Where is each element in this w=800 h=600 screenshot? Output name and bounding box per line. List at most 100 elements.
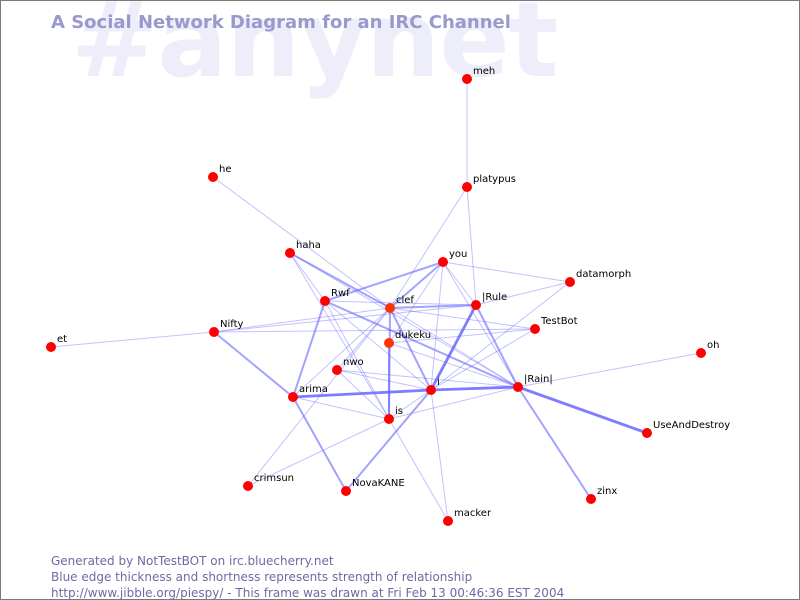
node-nifty[interactable]: Nifty — [209, 319, 244, 337]
edge-testbot-i — [430, 328, 536, 391]
node-label: clef — [396, 295, 414, 306]
edge-platypus-clef — [389, 186, 468, 309]
node-dot[interactable] — [438, 257, 448, 267]
edge-haha-rwf — [289, 252, 326, 302]
edge-i-rain — [430, 385, 519, 392]
edge-arima-is — [292, 396, 390, 420]
node-label: nwo — [343, 357, 364, 368]
node-rwf[interactable]: Rwf — [320, 288, 350, 306]
edge-i-novakane — [345, 389, 432, 492]
node-label: datamorph — [576, 269, 631, 280]
node-rule[interactable]: |Rule — [471, 292, 507, 310]
edge-testbot-dukeku — [388, 328, 536, 344]
edge-rain-zinx — [517, 386, 592, 500]
node-label: et — [57, 334, 67, 345]
node-label: arima — [299, 384, 328, 395]
node-dot[interactable] — [462, 182, 472, 192]
node-testbot[interactable]: TestBot — [530, 316, 578, 334]
edge-haha-rain — [289, 252, 519, 388]
node-dot[interactable] — [243, 481, 253, 491]
node-dot[interactable] — [586, 494, 596, 504]
node-dot[interactable] — [384, 414, 394, 424]
node-dot[interactable] — [320, 296, 330, 306]
edge-clef-you — [389, 261, 444, 309]
node-dot[interactable] — [530, 324, 540, 334]
node-label: oh — [707, 340, 719, 351]
node-label: zinx — [597, 486, 617, 497]
node-label: platypus — [473, 174, 516, 185]
edge-dukeku-rain — [388, 342, 519, 388]
node-nwo[interactable]: nwo — [332, 357, 364, 375]
node-dot[interactable] — [513, 382, 523, 392]
node-label: |Rule — [482, 292, 507, 303]
node-oh[interactable]: oh — [696, 340, 719, 358]
node-useanddestroy[interactable]: UseAndDestroy — [642, 420, 730, 438]
edge-platypus-rule — [466, 186, 477, 306]
edge-crimsun-is — [247, 418, 390, 487]
node-dot[interactable] — [565, 277, 575, 287]
edge-rule-i — [429, 304, 478, 391]
node-crimsun[interactable]: crimsun — [243, 473, 294, 491]
diagram-title: A Social Network Diagram for an IRC Chan… — [51, 12, 511, 33]
node-datamorph[interactable]: datamorph — [565, 269, 631, 287]
node-dot[interactable] — [471, 300, 481, 310]
node-i[interactable]: i — [426, 377, 440, 395]
node-clef[interactable]: clef — [385, 295, 414, 313]
node-dot[interactable] — [285, 248, 295, 258]
node-he[interactable]: he — [208, 164, 232, 182]
node-dot[interactable] — [46, 342, 56, 352]
node-label: UseAndDestroy — [653, 420, 730, 431]
node-platypus[interactable]: platypus — [462, 174, 516, 192]
node-dot[interactable] — [426, 385, 436, 395]
node-novakane[interactable]: NovaKANE — [341, 478, 405, 496]
edge-nifty-rule — [213, 304, 477, 333]
node-haha[interactable]: haha — [285, 240, 321, 258]
node-meh[interactable]: meh — [462, 66, 495, 84]
edge-rwf-i — [324, 300, 432, 391]
node-dot[interactable] — [332, 365, 342, 375]
edge-clef-i — [389, 307, 432, 391]
edge-you-dukeku — [388, 261, 444, 344]
node-label: TestBot — [540, 316, 578, 327]
node-dukeku[interactable]: dukeku — [384, 330, 431, 348]
node-dot[interactable] — [462, 74, 472, 84]
edge-clef-rule — [389, 304, 477, 309]
edge-you-rain — [442, 261, 519, 388]
footer-url-timestamp: http://www.jibble.org/piespy/ - This fra… — [51, 586, 565, 600]
node-dot[interactable] — [696, 348, 706, 358]
node-dot[interactable] — [642, 428, 652, 438]
node-label: macker — [454, 508, 492, 519]
node-zinx[interactable]: zinx — [586, 486, 617, 504]
node-dot[interactable] — [384, 338, 394, 348]
edge-rule-rain — [475, 304, 519, 388]
node-dot[interactable] — [443, 516, 453, 526]
node-is[interactable]: is — [384, 406, 403, 424]
node-label: he — [219, 164, 232, 175]
edge-rain-is — [388, 386, 519, 420]
node-dot[interactable] — [209, 327, 219, 337]
node-rain[interactable]: |Rain| — [513, 374, 553, 392]
edge-you-rule — [442, 261, 477, 306]
edge-testbot-clef — [389, 307, 536, 330]
edge-rain-oh — [517, 352, 702, 388]
edge-haha-clef — [289, 252, 391, 309]
node-arima[interactable]: arima — [288, 384, 328, 402]
node-dot[interactable] — [385, 303, 395, 313]
node-label: haha — [296, 240, 321, 251]
node-you[interactable]: you — [438, 249, 467, 267]
node-dot[interactable] — [208, 172, 218, 182]
edge-you-i — [430, 261, 444, 391]
edge-rule-datamorph — [475, 281, 571, 306]
node-macker[interactable]: macker — [443, 508, 492, 526]
node-label: meh — [473, 66, 495, 77]
node-dot[interactable] — [341, 486, 351, 496]
edge-haha-is — [289, 252, 390, 420]
edge-et-nifty — [50, 331, 215, 348]
edge-nifty-testbot — [213, 328, 536, 333]
edge-clef-nwo — [336, 307, 391, 371]
edge-arima-novakane — [292, 396, 347, 492]
node-et[interactable]: et — [46, 334, 67, 352]
node-dot[interactable] — [288, 392, 298, 402]
edge-is-macker — [388, 418, 449, 522]
